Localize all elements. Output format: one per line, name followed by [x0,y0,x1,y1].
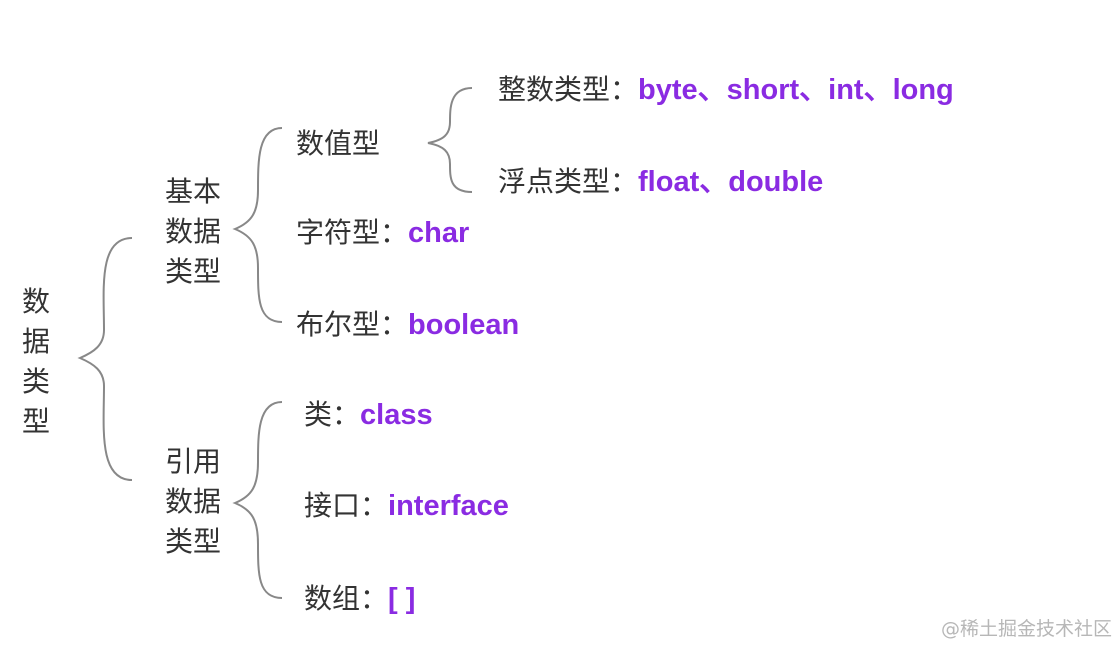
float-type-values: float、double [638,166,824,198]
interface-type-row: 接口：interface [304,492,509,521]
root-brace [77,237,133,481]
root-char: 据 [21,325,50,358]
watermark: @稀土掘金技术社区 [940,618,1112,640]
primitive-brace [232,127,283,323]
root-char: 数 [21,285,50,318]
integer-type-row: 整数类型：byte、short、int、long [498,76,954,105]
primitive-label-line: 基本 [164,175,221,208]
class-type-values: class [360,399,433,431]
char-type-values: char [408,217,470,249]
primitive-label-line: 数据 [164,215,221,248]
integer-type-values: byte、short、int、long [638,74,954,106]
interface-type-label: 接口： [304,489,389,522]
char-type-row: 字符型：char [296,219,469,248]
primitive-label: 基本 数据 类型 [158,172,228,292]
root-label: 数 据 类 型 [14,282,58,442]
char-type-label: 字符型： [296,216,409,249]
array-type-label: 数组： [304,582,389,615]
boolean-type-label: 布尔型： [296,308,409,341]
reference-brace [232,401,283,599]
class-type-label: 类： [304,398,361,431]
reference-label-line: 类型 [164,525,221,558]
numeric-brace [427,87,473,193]
boolean-type-row: 布尔型：boolean [296,311,519,340]
float-type-label: 浮点类型： [498,165,639,198]
numeric-type-label: 数值型 [296,127,381,160]
array-type-values: [ ] [388,583,416,615]
array-type-row: 数组：[ ] [304,585,415,614]
integer-type-label: 整数类型： [498,73,639,106]
root-char: 型 [21,405,50,438]
boolean-type-values: boolean [408,309,520,341]
reference-label: 引用 数据 类型 [158,442,228,562]
class-type-row: 类：class [304,401,433,430]
float-type-row: 浮点类型：float、double [498,168,823,197]
reference-label-line: 引用 [164,445,221,478]
reference-label-line: 数据 [164,485,221,518]
interface-type-values: interface [388,490,509,522]
root-char: 类 [21,365,50,398]
primitive-label-line: 类型 [164,255,221,288]
